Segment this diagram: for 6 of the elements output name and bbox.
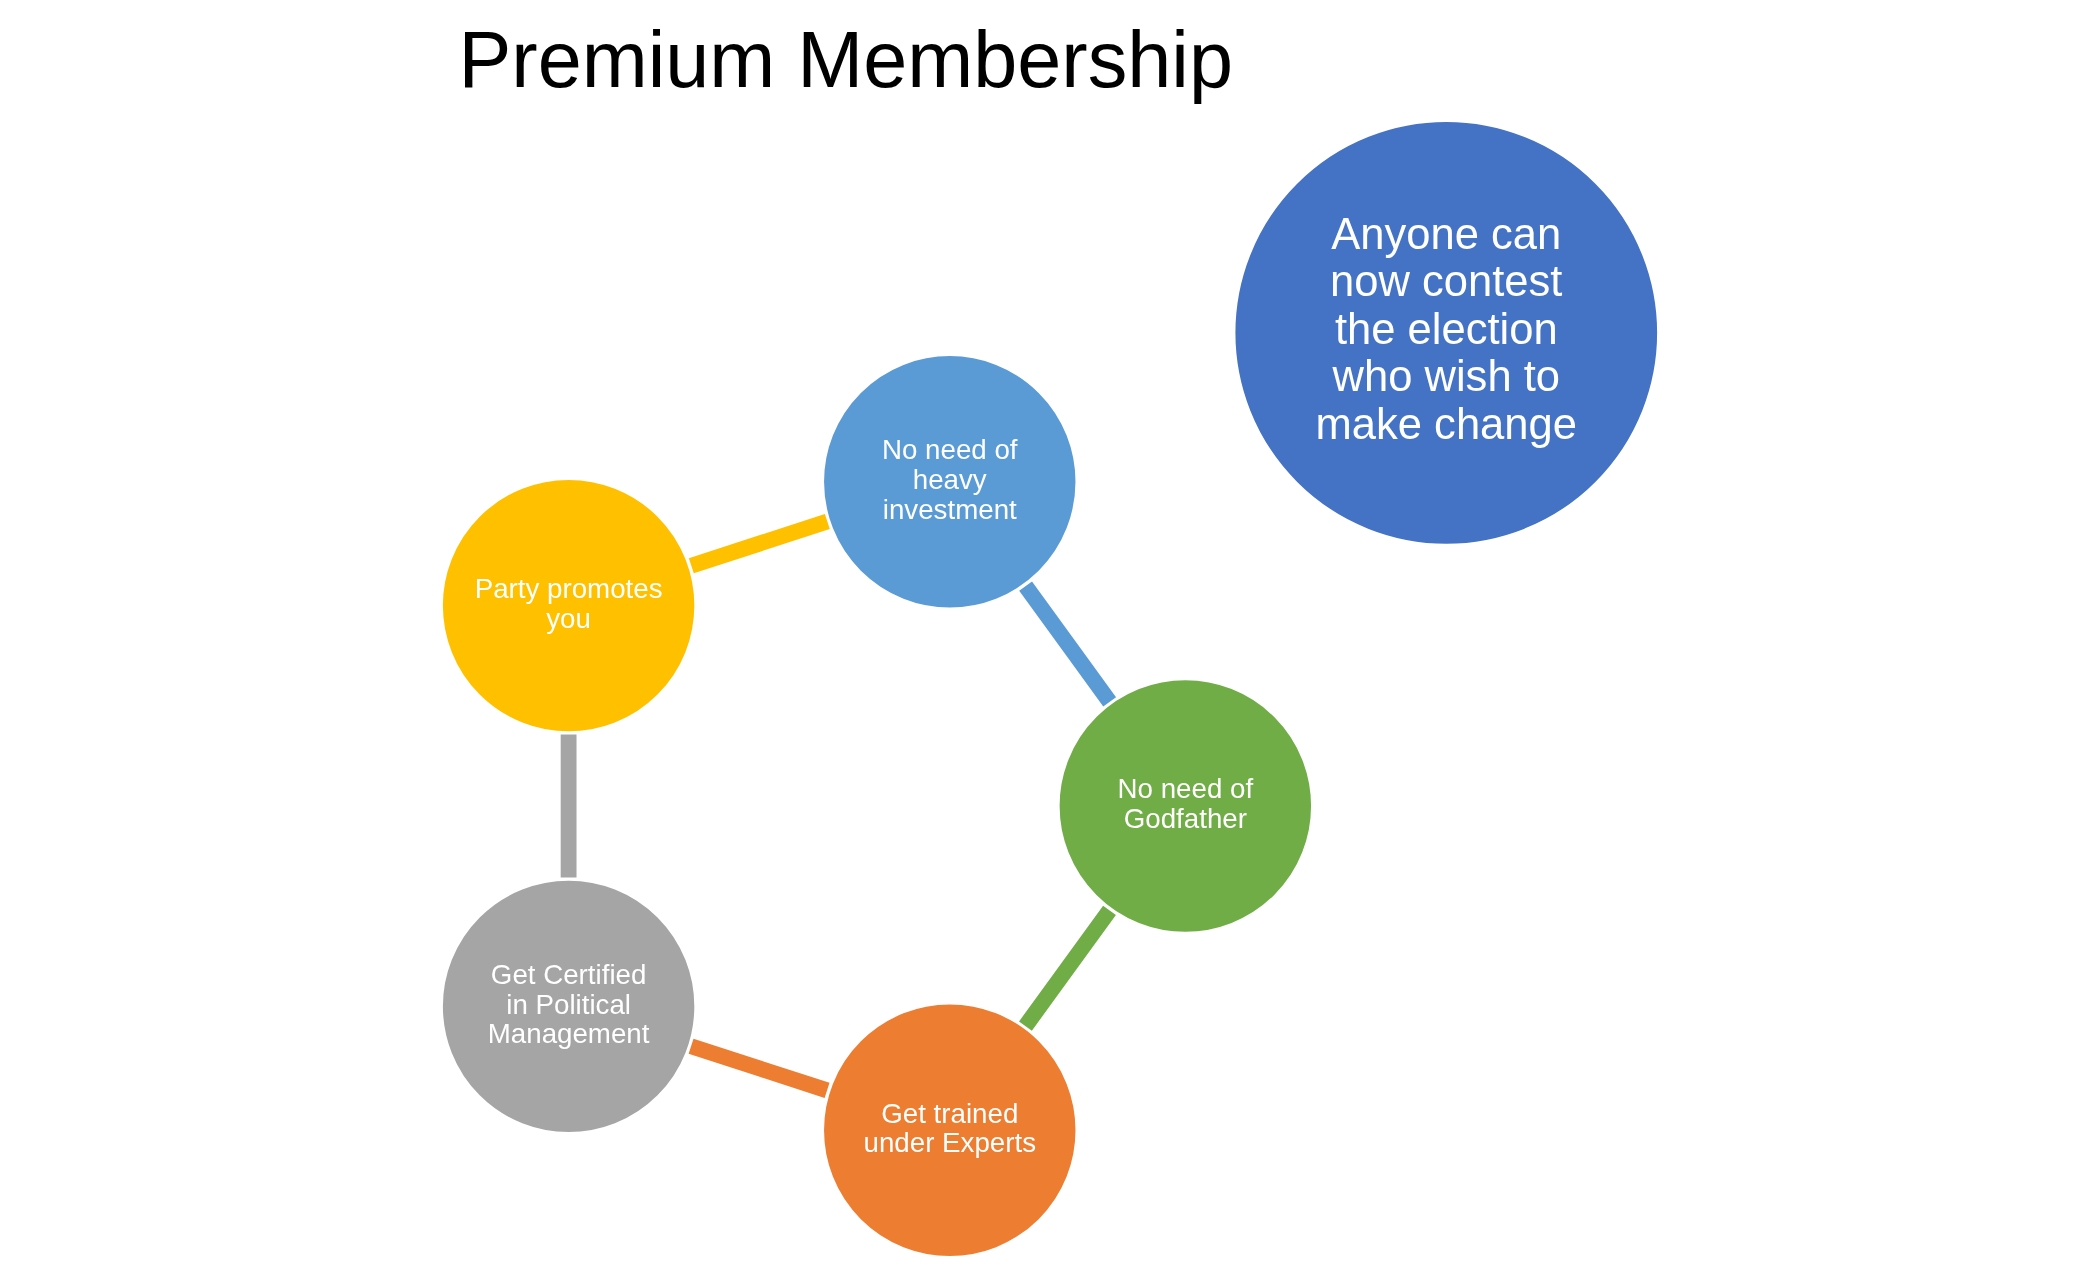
diagram-title: Premium Membership [458,15,1234,105]
connector [1019,905,1116,1031]
connector [1019,581,1117,707]
connector [688,514,830,574]
connector [560,734,577,878]
connector [688,1038,830,1098]
